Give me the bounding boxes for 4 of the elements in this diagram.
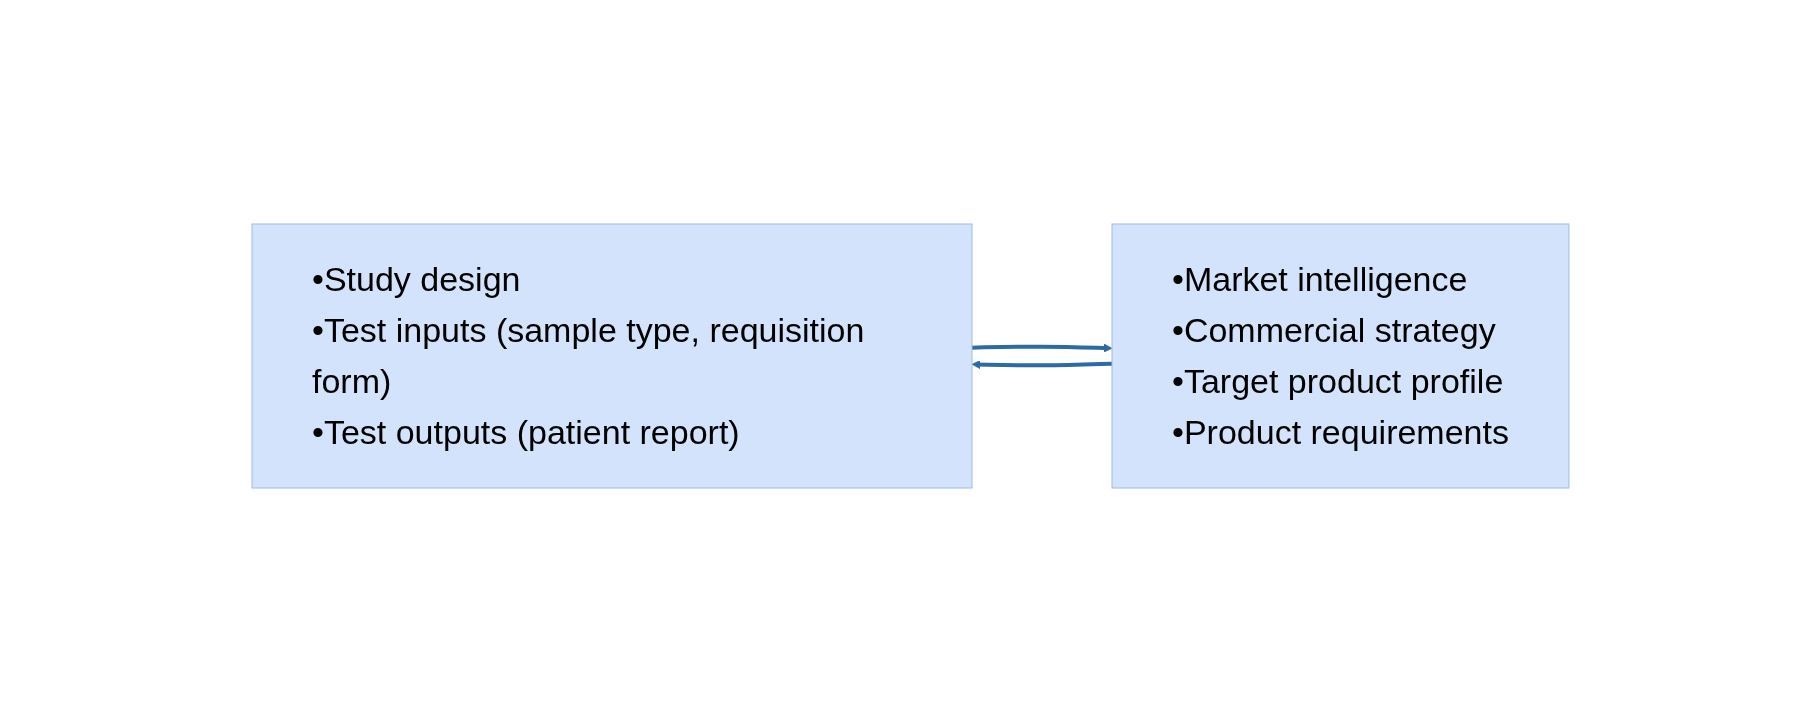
node-box: •Study design •Test inputs (sample type, requisition form) •Test outputs (patient report)	[251, 223, 972, 489]
arrow	[971, 360, 1112, 369]
node-box: •Market intelligence •Commercial strategy •Target product profile •Product requirements	[1111, 223, 1569, 489]
arrow	[971, 343, 1112, 353]
